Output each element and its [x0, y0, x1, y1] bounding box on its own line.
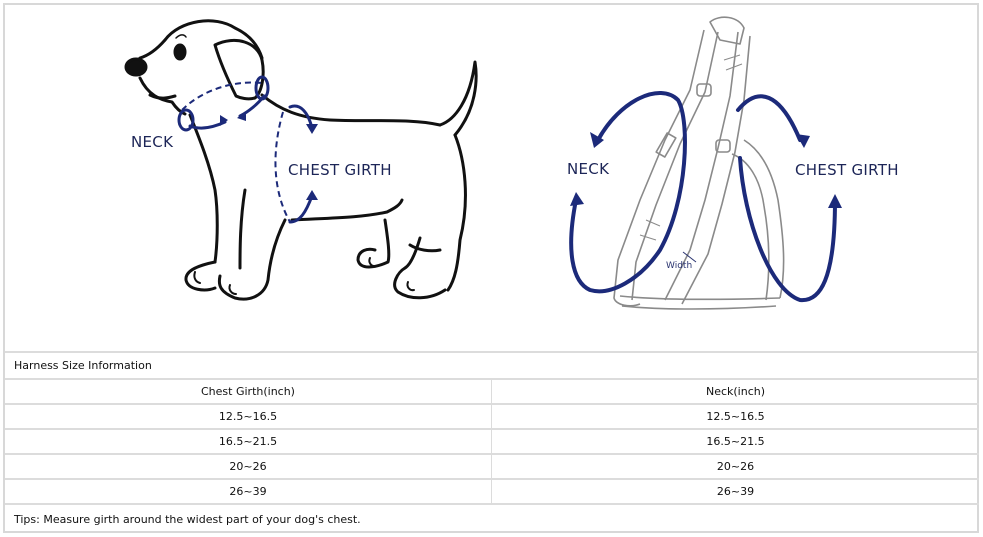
table-header-row: Chest Girth(inch) Neck(inch): [5, 378, 979, 403]
dog-illustration: [124, 16, 842, 310]
table-title: Harness Size Information: [14, 359, 152, 372]
table-row: 16.5~21.5 16.5~21.5: [5, 428, 979, 453]
tips-text: Tips: Measure girth around the widest pa…: [14, 512, 361, 526]
table-title-row: Harness Size Information: [5, 351, 979, 378]
table-row: 12.5~16.5 12.5~16.5: [5, 403, 979, 428]
neck-cell: 12.5~16.5: [706, 410, 765, 423]
dog-neck-label: NECK: [131, 133, 174, 151]
table-row: 26~39 26~39: [5, 478, 979, 503]
neck-cell: 20~26: [716, 460, 755, 473]
harness-neck-label: NECK: [567, 160, 610, 178]
chest-girth-cell: 16.5~21.5: [5, 430, 492, 453]
neck-cell: 16.5~21.5: [706, 435, 765, 448]
tips-row: Tips: Measure girth around the widest pa…: [5, 503, 979, 533]
column-header-chest-girth: Chest Girth(inch): [5, 380, 492, 403]
harness-width-label: Width: [666, 261, 693, 271]
measurement-illustrations: NECK CHEST GIRTH NECK CHEST GIRTH Width: [124, 16, 899, 310]
column-header-neck: Neck(inch): [705, 385, 766, 398]
chest-girth-cell: 12.5~16.5: [5, 405, 492, 428]
dog-chest-girth-label: CHEST GIRTH: [288, 161, 392, 179]
neck-cell: 26~39: [716, 485, 755, 498]
table-row: 20~26 20~26: [5, 453, 979, 478]
chest-girth-cell: 20~26: [5, 455, 492, 478]
harness-chest-girth-label: CHEST GIRTH: [795, 161, 899, 179]
chest-girth-cell: 26~39: [5, 480, 492, 503]
